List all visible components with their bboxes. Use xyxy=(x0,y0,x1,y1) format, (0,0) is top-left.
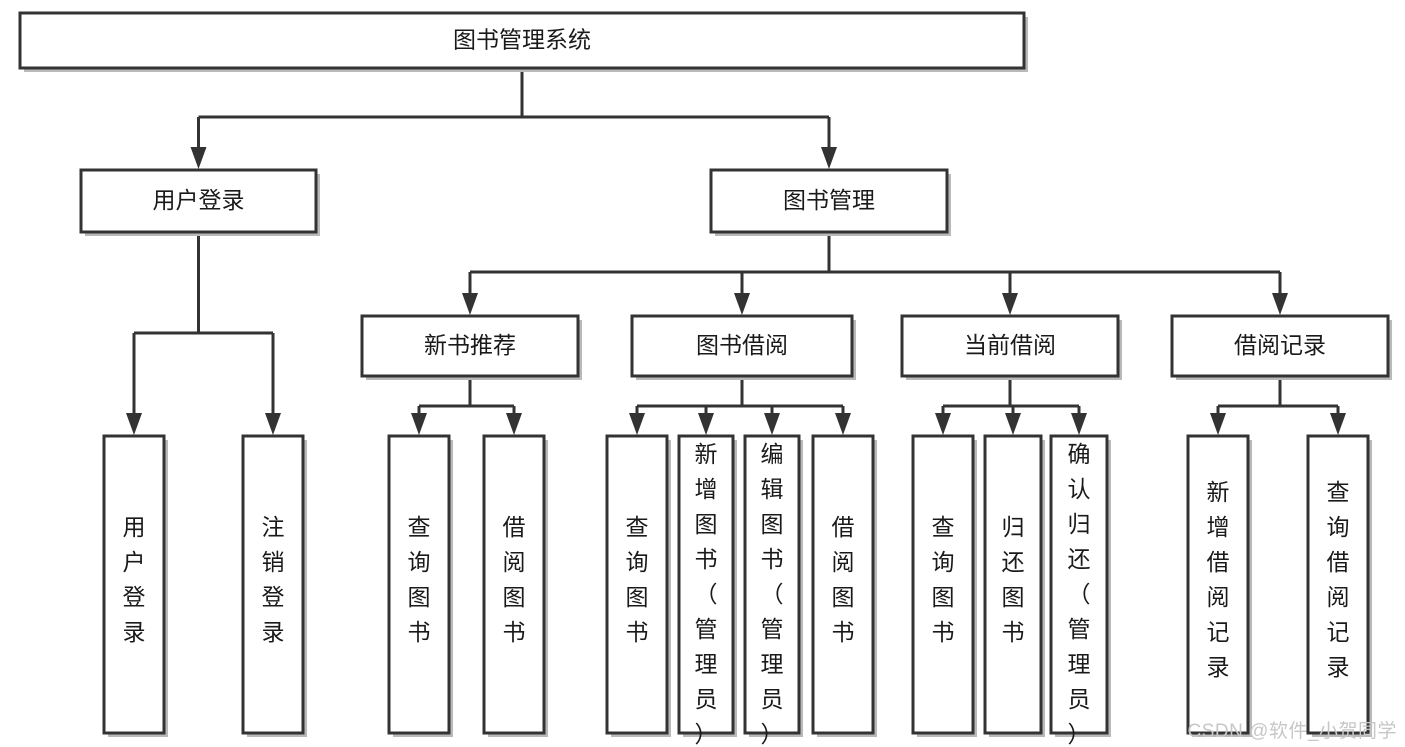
node-level3-0[interactable]: 新书推荐 xyxy=(360,314,582,380)
node-label: 新增图书（管理员） xyxy=(695,441,718,747)
node-level3-2[interactable]: 当前借阅 xyxy=(900,314,1122,380)
node-leaf-12[interactable]: 查询借阅记录 xyxy=(1306,434,1372,737)
node-rect xyxy=(1170,314,1390,378)
node-label: 当前借阅 xyxy=(964,332,1056,358)
node-leaf-9[interactable]: 归还图书 xyxy=(983,434,1045,737)
node-level2-0[interactable]: 用户登录 xyxy=(79,168,320,236)
node-rect xyxy=(900,314,1120,378)
node-level3-1[interactable]: 图书借阅 xyxy=(630,314,856,380)
node-rect xyxy=(79,168,318,234)
node-label: 用户登录 xyxy=(153,187,245,213)
arrow-head xyxy=(1210,413,1226,435)
arrow-head xyxy=(1272,293,1288,315)
arrow-head xyxy=(265,413,281,435)
node-rect xyxy=(241,434,305,735)
node-leaf-3[interactable]: 借阅图书 xyxy=(482,434,548,737)
node-leaf-8[interactable]: 查询图书 xyxy=(911,434,977,737)
node-label: 用户登录 xyxy=(123,514,146,645)
arrow-head xyxy=(764,413,780,435)
node-rect xyxy=(1186,434,1250,735)
arrow-head xyxy=(1002,293,1018,315)
arrow-head xyxy=(1330,413,1346,435)
node-label: 编辑图书（管理员） xyxy=(761,441,784,747)
node-label: 新增借阅记录 xyxy=(1207,479,1230,680)
node-label: 图书管理 xyxy=(783,187,875,213)
arrow-head xyxy=(411,413,427,435)
arrow-head xyxy=(935,413,951,435)
node-label: 图书管理系统 xyxy=(453,27,591,53)
node-rect xyxy=(482,434,546,735)
arrow-head xyxy=(821,147,837,169)
arrow-head xyxy=(734,293,750,315)
node-rect xyxy=(911,434,975,735)
node-label: 查询图书 xyxy=(626,514,649,645)
arrow-head xyxy=(190,147,207,169)
node-label: 借阅图书 xyxy=(832,514,855,645)
node-leaf-1[interactable]: 注销登录 xyxy=(241,434,307,737)
node-label: 查询图书 xyxy=(408,514,431,645)
connector-layer xyxy=(126,68,1346,435)
node-label: 借阅记录 xyxy=(1234,332,1326,358)
arrow-head xyxy=(1071,413,1087,435)
node-label: 新书推荐 xyxy=(424,332,516,358)
node-rect xyxy=(1306,434,1370,735)
node-rect xyxy=(387,434,451,735)
node-rect xyxy=(811,434,875,735)
arrow-head xyxy=(698,413,714,435)
node-leaf-6[interactable]: 编辑图书（管理员） xyxy=(743,434,803,747)
node-leaf-11[interactable]: 新增借阅记录 xyxy=(1186,434,1252,737)
node-label: 查询借阅记录 xyxy=(1327,479,1350,680)
node-leaf-5[interactable]: 新增图书（管理员） xyxy=(677,434,737,747)
node-rect xyxy=(605,434,669,735)
node-rect xyxy=(743,434,801,735)
arrow-head xyxy=(506,413,522,435)
node-rect xyxy=(1049,434,1109,735)
node-rect xyxy=(983,434,1043,735)
node-label: 确认归还（管理员） xyxy=(1068,441,1091,747)
node-rect xyxy=(630,314,854,378)
node-label: 图书借阅 xyxy=(696,332,788,358)
node-label: 注销登录 xyxy=(262,514,285,645)
node-leaf-7[interactable]: 借阅图书 xyxy=(811,434,877,737)
node-leaf-0[interactable]: 用户登录 xyxy=(102,434,168,737)
watermark: CSDN @软件_小贺同学 xyxy=(1187,721,1397,742)
node-rect xyxy=(102,434,166,735)
node-leaf-4[interactable]: 查询图书 xyxy=(605,434,671,737)
node-root-0[interactable]: 图书管理系统 xyxy=(18,11,1028,72)
arrow-head xyxy=(1005,413,1021,435)
arrow-head xyxy=(462,293,478,315)
node-rect xyxy=(677,434,735,735)
node-label: 归还图书 xyxy=(1002,514,1025,645)
node-level3-3[interactable]: 借阅记录 xyxy=(1170,314,1392,380)
node-rect xyxy=(360,314,580,378)
node-leaf-10[interactable]: 确认归还（管理员） xyxy=(1049,434,1111,747)
node-level2-1[interactable]: 图书管理 xyxy=(709,168,951,236)
node-rect xyxy=(709,168,949,234)
arrow-head xyxy=(629,413,645,435)
node-layer: 图书管理系统用户登录图书管理新书推荐图书借阅当前借阅借阅记录用户登录注销登录查询… xyxy=(18,11,1392,747)
node-label: 借阅图书 xyxy=(503,514,526,645)
node-leaf-2[interactable]: 查询图书 xyxy=(387,434,453,737)
node-label: 查询图书 xyxy=(932,514,955,645)
arrow-head xyxy=(835,413,851,435)
node-rect xyxy=(18,11,1026,70)
arrow-head xyxy=(126,413,142,435)
